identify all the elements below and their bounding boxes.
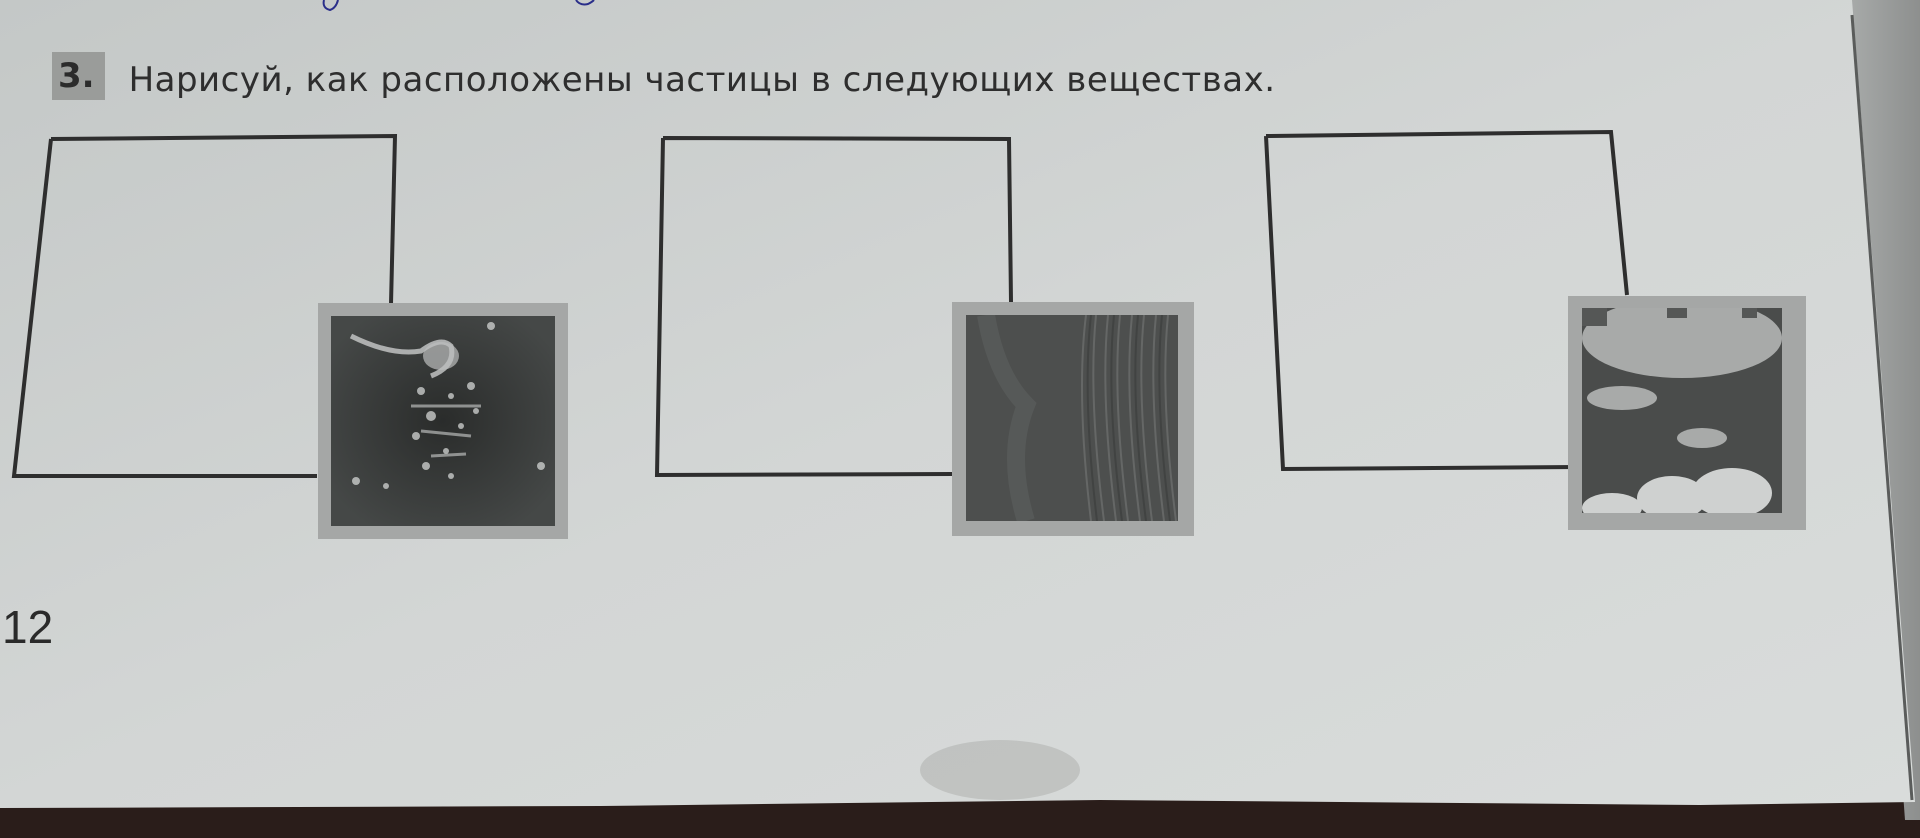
wood-grain-image (966, 315, 1178, 521)
pen-mark (575, 0, 595, 6)
task-instruction: Нарисуй, как расположены частицы в следу… (128, 60, 1276, 100)
drawing-area-3[interactable] (1275, 136, 1565, 467)
water-splash-image (331, 316, 555, 526)
drawing-area-1[interactable] (20, 140, 316, 474)
task-number: 3. (52, 52, 105, 100)
drawing-box-1-border (11, 133, 398, 478)
drawing-box-2-border (654, 136, 1013, 478)
clouds-image (1582, 308, 1782, 513)
drawing-box-3-border (1264, 129, 1629, 472)
page-number: 12 (2, 601, 54, 653)
drawing-area-2[interactable] (660, 140, 950, 473)
photo-clouds (1568, 296, 1806, 530)
photo-wood (952, 302, 1194, 536)
pen-mark (322, 0, 339, 12)
task-header: 3. Нарисуй, как расположены частицы в сл… (52, 52, 1276, 100)
photo-water (318, 303, 568, 539)
